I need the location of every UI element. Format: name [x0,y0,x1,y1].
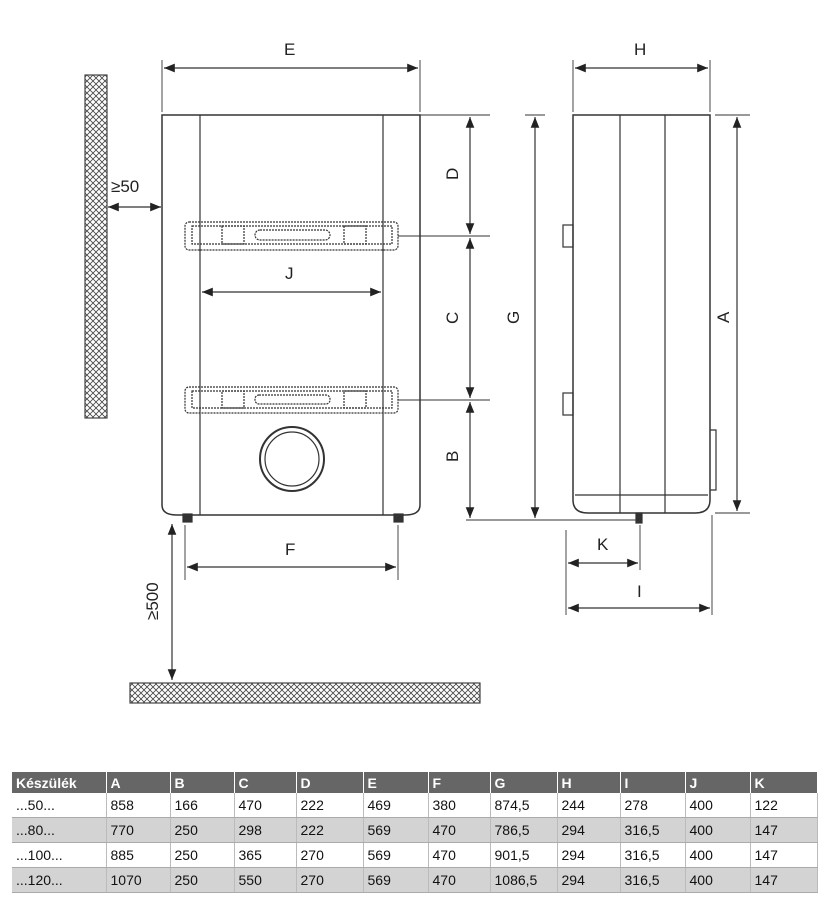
label-e: E [284,40,295,59]
table-cell: 1086,5 [490,867,558,893]
table-cell: 400 [685,793,751,818]
table-cell: 270 [296,867,364,893]
header-cell: K [750,772,818,793]
table-cell: 278 [620,793,686,818]
table-cell: 294 [557,867,621,893]
label-j: J [285,264,294,283]
table-cell: 250 [170,817,235,843]
table-cell: 294 [557,817,621,843]
table-cell: 222 [296,817,364,843]
table-cell: 316,5 [620,842,686,868]
table-cell: 569 [363,842,429,868]
table-cell: ...50... [12,793,107,818]
table-cell: ...100... [12,842,107,868]
header-cell: F [428,772,491,793]
header-cell: G [490,772,558,793]
header-cell: I [620,772,686,793]
flange-cover [259,426,325,492]
table-cell: 250 [170,842,235,868]
header-cell: H [557,772,621,793]
table-cell: 470 [428,842,491,868]
header-cell: B [170,772,235,793]
table-cell: 1070 [106,867,171,893]
table-cell: 147 [750,867,818,893]
header-cell: D [296,772,364,793]
table-cell: 316,5 [620,817,686,843]
table-cell: 270 [296,842,364,868]
label-b: B [443,451,462,462]
label-i: I [637,582,642,601]
dimension-diagram: E H ≥50 J F K I D C B G A ≥500 [84,40,750,704]
table-cell: 244 [557,793,621,818]
table-cell: 316,5 [620,867,686,893]
label-floor-gap: ≥500 [143,582,162,620]
floor-hatch [129,682,481,704]
table-cell: 365 [234,842,297,868]
header-cell: C [234,772,297,793]
table-cell: 770 [106,817,171,843]
table-cell: 166 [170,793,235,818]
table-cell: 222 [296,793,364,818]
table-cell: 122 [750,793,818,818]
table-cell: ...80... [12,817,107,843]
wall-hatch [84,74,108,419]
label-a: A [714,311,733,323]
table-cell: 786,5 [490,817,558,843]
header-cell: E [363,772,429,793]
table-cell: 250 [170,867,235,893]
table-cell: ...120... [12,867,107,893]
label-f: F [285,540,295,559]
table-cell: 569 [363,817,429,843]
header-cell: J [685,772,751,793]
table-cell: 550 [234,867,297,893]
table-cell: 470 [428,867,491,893]
table-cell: 469 [363,793,429,818]
table-cell: 294 [557,842,621,868]
table-cell: 874,5 [490,793,558,818]
table-header-row: Készülék A B C D E F G H I J K [12,772,818,793]
front-view-tank [161,114,421,516]
label-k: K [597,535,609,554]
table-cell: 885 [106,842,171,868]
mounting-bracket-top [184,221,399,251]
table-cell: 901,5 [490,842,558,868]
label-g: G [504,311,523,324]
table-cell: 400 [685,817,751,843]
table-cell: 400 [685,867,751,893]
side-view-tank [572,114,711,514]
table-cell: 147 [750,842,818,868]
table-cell: 147 [750,817,818,843]
table-cell: 569 [363,867,429,893]
mounting-bracket-bottom [184,386,399,414]
table-cell: 380 [428,793,491,818]
label-wall-gap: ≥50 [111,177,139,196]
label-c: C [443,312,462,324]
table-cell: 298 [234,817,297,843]
table-cell: 470 [234,793,297,818]
header-cell: A [106,772,171,793]
header-cell: Készülék [12,772,107,793]
label-d: D [443,168,462,180]
table-cell: 470 [428,817,491,843]
dimensions-table: Készülék A B C D E F G H I J K ...50...8… [12,772,818,893]
label-h: H [634,40,646,59]
table-cell: 858 [106,793,171,818]
table-cell: 400 [685,842,751,868]
